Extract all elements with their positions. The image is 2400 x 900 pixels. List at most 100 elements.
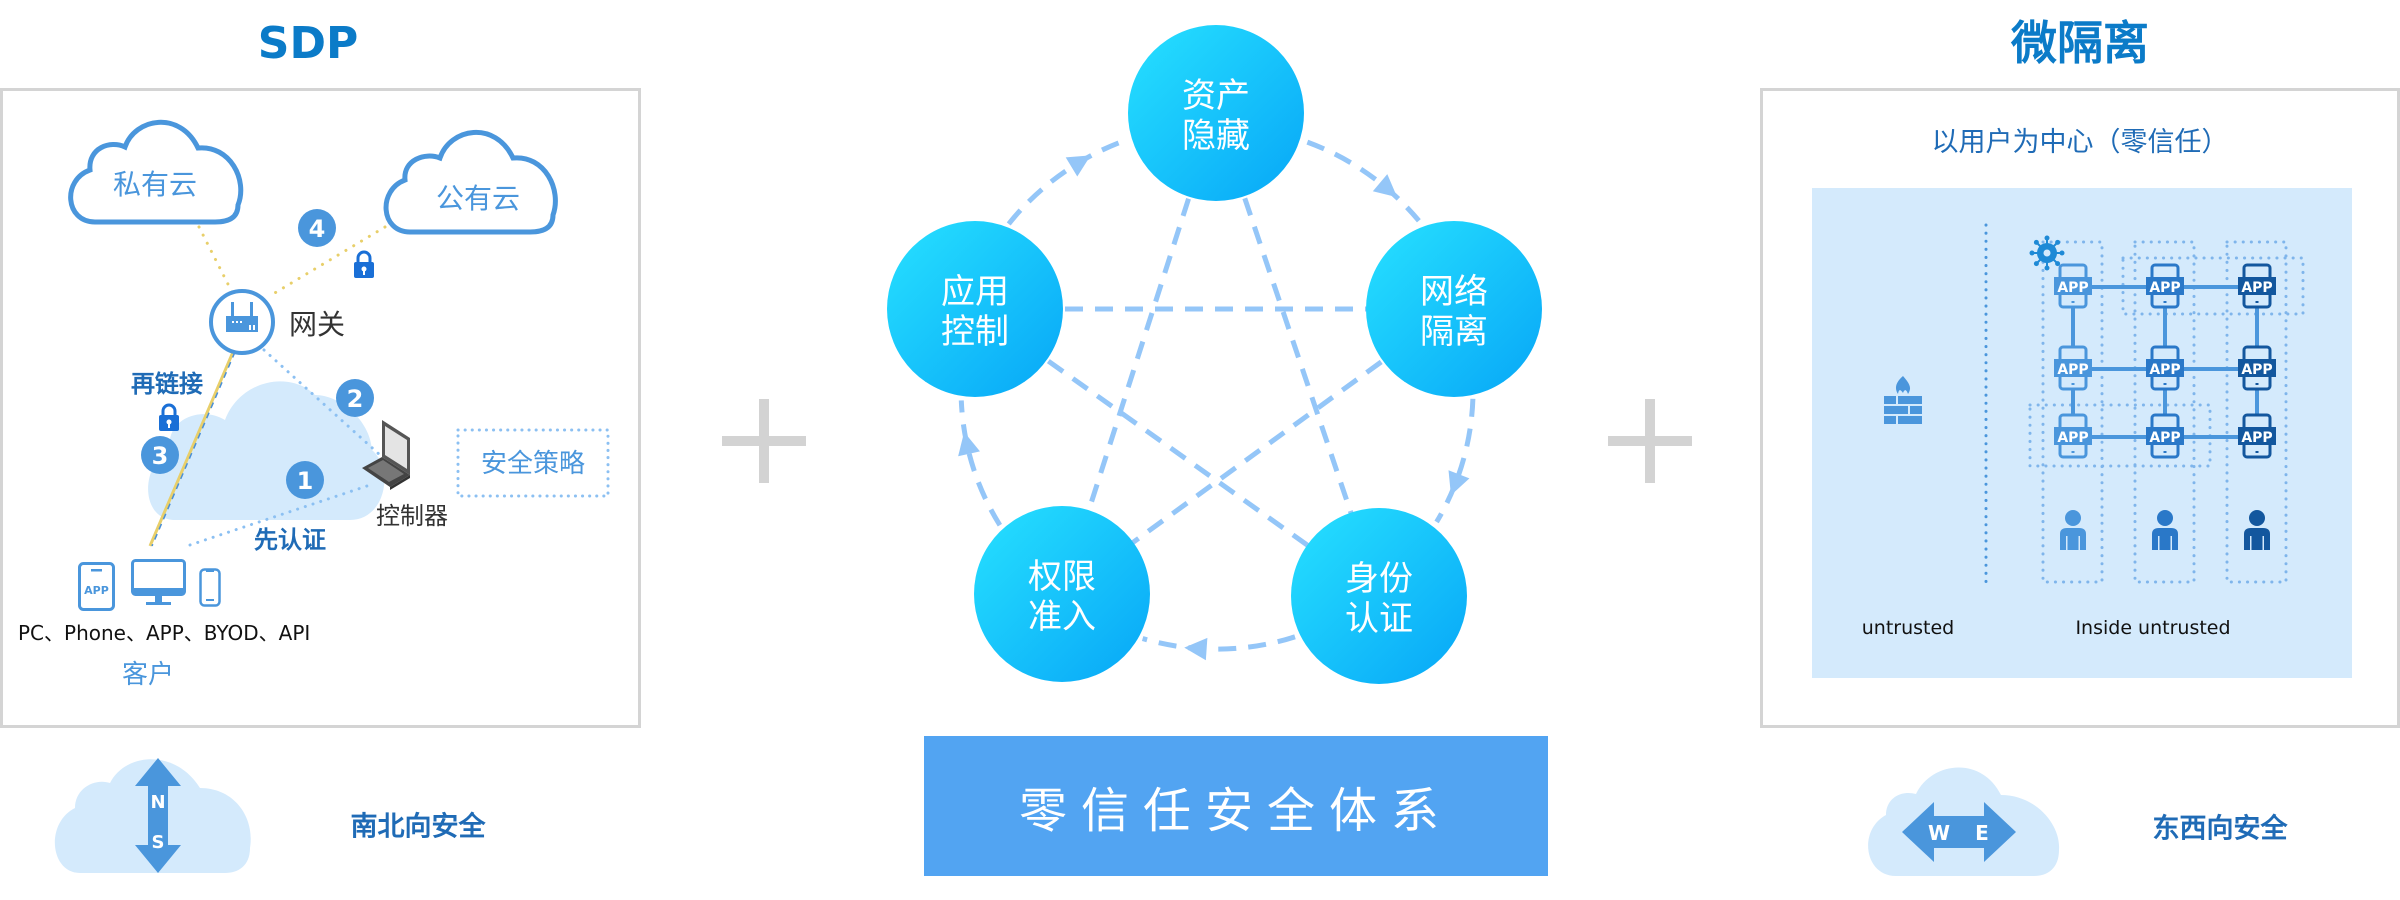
node-label: 认证 — [1345, 599, 1413, 639]
app-icon: APP — [2238, 413, 2276, 459]
laptop-icon — [362, 420, 410, 490]
south-label: S — [152, 832, 165, 853]
micro-diagram: APP APP APP APP APP APP APP APP APP untrusted In… — [1812, 188, 2352, 678]
security-policy-box — [456, 428, 610, 498]
node-label: 应用 — [941, 272, 1009, 312]
gateway-controller-link — [262, 348, 382, 457]
devices-label: PC、Phone、APP、BYOD、API — [18, 621, 310, 645]
step-4-badge — [298, 209, 336, 247]
svg-text:APP: APP — [2241, 362, 2272, 378]
step-2-number: 2 — [347, 385, 364, 413]
auth-first-label: 先认证 — [254, 526, 326, 554]
micro-title: 微隔离 — [2011, 16, 2149, 70]
app-icon: APP — [2238, 263, 2276, 309]
cycle-arc — [1434, 398, 1476, 524]
app-icon: APP — [2146, 263, 2184, 309]
svg-text:APP: APP — [2241, 280, 2272, 296]
app-icon: APP — [2054, 345, 2092, 391]
private-cloud-label: 私有云 — [113, 168, 197, 201]
step-3-number: 3 — [152, 442, 169, 470]
lock-icon — [159, 403, 179, 431]
node-circle — [1291, 508, 1467, 684]
firewall-icon — [1884, 376, 1922, 424]
tablet-app-icon: APP — [78, 562, 115, 611]
step-2-badge — [336, 379, 374, 417]
north-south-cloud: N S — [54, 758, 251, 873]
node-label: 控制 — [941, 312, 1009, 352]
arrowhead-icon — [958, 431, 980, 457]
app-icon: APP — [2146, 345, 2184, 391]
node-circle — [887, 221, 1063, 397]
node-label: 准入 — [1028, 597, 1096, 637]
controller-label: 控制器 — [376, 502, 448, 530]
cycle-arc — [1141, 634, 1296, 652]
app-grid: APP APP APP APP APP APP APP APP APP — [2028, 235, 2305, 584]
user-icon — [2060, 510, 2086, 550]
plus-icon — [722, 399, 806, 483]
east-west-security-label: 东西向安全 — [2152, 813, 2288, 845]
column-segment-box — [2041, 240, 2104, 584]
north-south-security-label: 南北向安全 — [350, 811, 486, 843]
node-label: 资产 — [1182, 76, 1250, 116]
public-cloud-icon — [383, 129, 558, 235]
arrowhead-icon — [1448, 470, 1470, 496]
step-1-badge — [286, 461, 324, 499]
column-segment-box — [2133, 240, 2196, 584]
app-icon: APP — [2238, 345, 2276, 391]
cycle-arrows — [958, 138, 1476, 661]
svg-text:APP: APP — [2057, 362, 2088, 378]
reconnect-line-blue — [151, 351, 236, 547]
east-west-arrow-icon — [1902, 802, 2016, 862]
private-cloud-icon — [68, 119, 244, 225]
node-label: 身份 — [1345, 559, 1413, 599]
node-label: 网络 — [1420, 272, 1488, 312]
step-1-number: 1 — [297, 467, 314, 495]
virus-icon — [2029, 235, 2065, 271]
sdp-diagram: 私有云 公有云 4 网关 再链接 3 2 1 控制器 — [18, 119, 610, 690]
arrowhead-icon — [1065, 155, 1091, 177]
monitor-icon — [131, 559, 186, 605]
plus-icon — [1608, 399, 1692, 483]
app-icon: APP — [2054, 413, 2092, 459]
cycle-arc — [1306, 139, 1424, 226]
private-cloud-link — [197, 225, 234, 294]
router-icon — [226, 302, 258, 332]
north-south-arrow-icon — [135, 758, 181, 873]
reconnect-line-yellow — [148, 351, 235, 547]
node-circle — [1128, 25, 1304, 201]
client-controller-link — [188, 483, 372, 547]
app-icon: APP — [2054, 263, 2092, 309]
svg-text:APP: APP — [2149, 280, 2180, 296]
cycle-arc — [958, 400, 1002, 527]
sdp-title: SDP — [257, 18, 359, 69]
node-label: 隔离 — [1420, 312, 1488, 352]
node-circle — [1366, 221, 1542, 397]
svg-text:APP: APP — [2241, 430, 2272, 446]
reconnect-label: 再链接 — [131, 370, 203, 398]
svg-text:APP: APP — [2057, 280, 2088, 296]
client-label: 客户 — [122, 660, 174, 690]
user-icon — [2244, 510, 2270, 550]
app-icon: APP — [2146, 413, 2184, 459]
gateway-label: 网关 — [289, 308, 345, 341]
zero-trust-banner: 零信任安全体系 — [924, 736, 1548, 876]
untrusted-label: untrusted — [1862, 617, 1955, 639]
step-3-badge — [141, 436, 179, 474]
lock-icon — [354, 250, 374, 278]
inside-untrusted-label: Inside untrusted — [2075, 617, 2230, 639]
step-4-number: 4 — [309, 215, 326, 243]
arrowhead-icon — [1372, 174, 1398, 198]
cycle-arc — [1006, 138, 1126, 226]
east-west-cloud: W E — [1868, 767, 2060, 876]
banner-text: 零信任安全体系 — [1018, 783, 1453, 839]
user-icon — [2152, 510, 2178, 550]
column-segment-box — [2225, 240, 2288, 584]
north-label: N — [150, 792, 165, 813]
west-label: W — [1928, 821, 1950, 845]
